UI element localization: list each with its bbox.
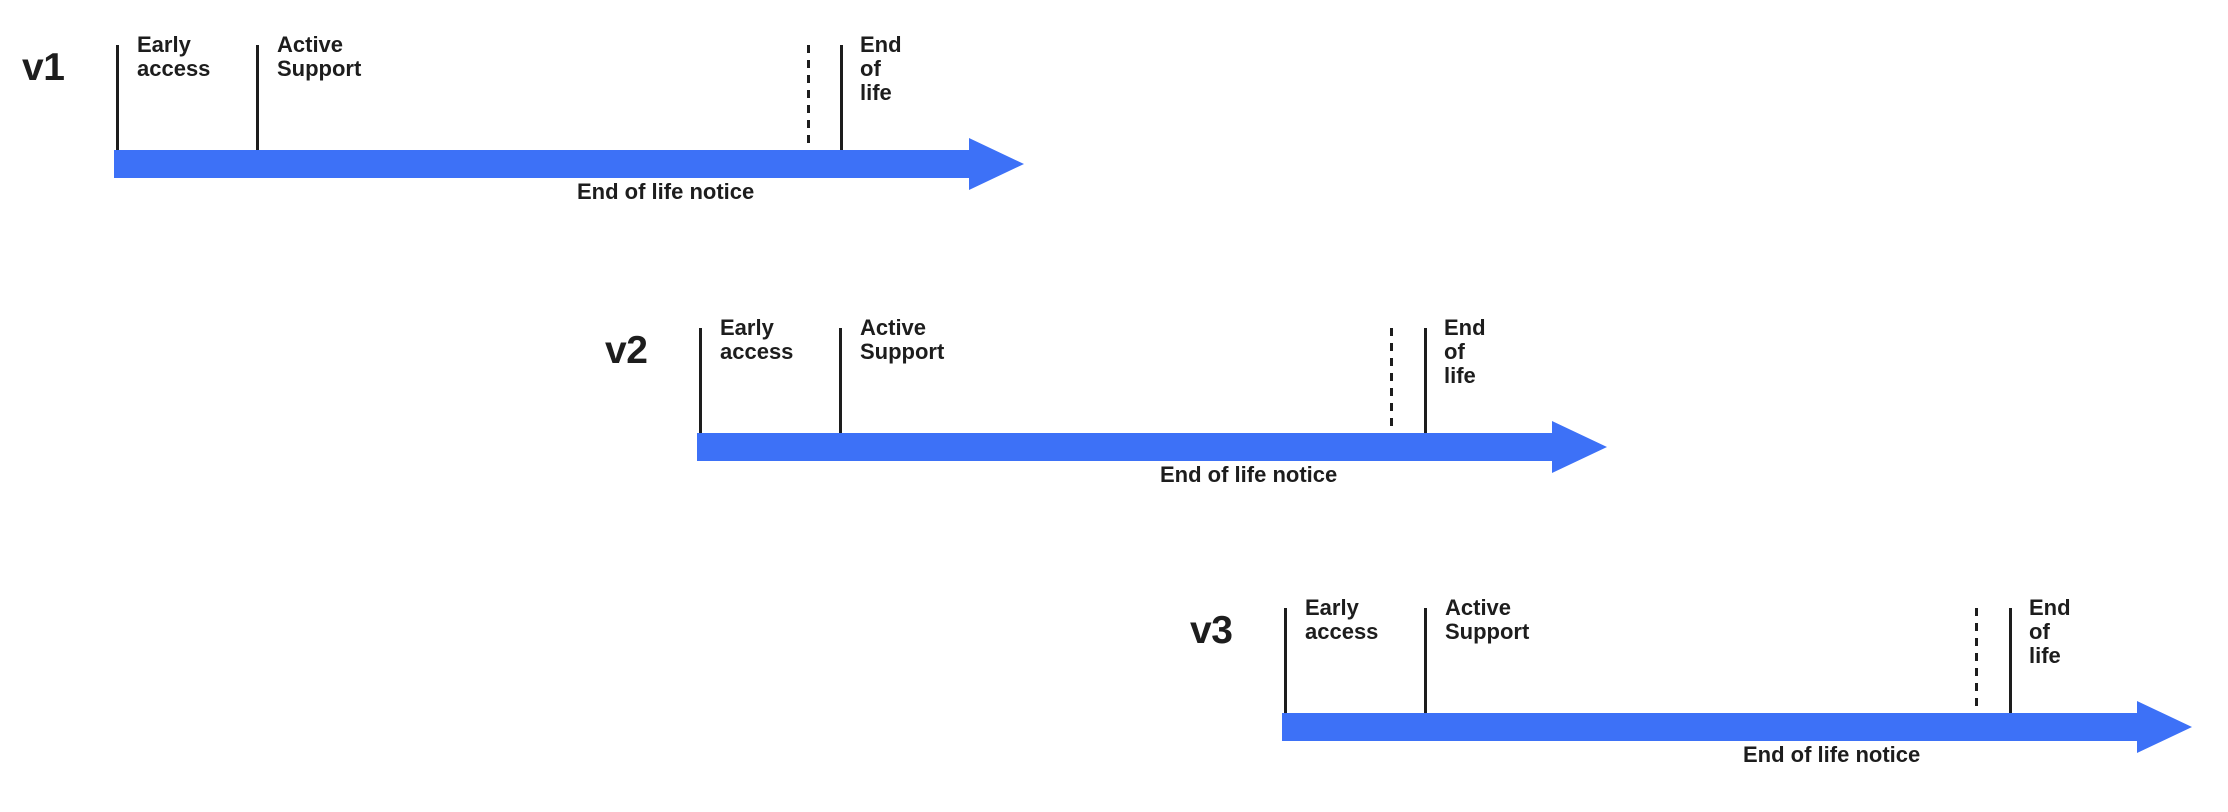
phase-label-end-of-life-v2: End of life: [1444, 315, 1486, 388]
eol-notice-marker-v2: [1390, 328, 1393, 433]
phase-label-early-access-v2: Early access: [720, 315, 794, 364]
eol-notice-marker-v3: [1975, 608, 1978, 713]
phase-label-early-access-v1: Early access: [137, 32, 211, 81]
phase-divider-active-support-start-v1: [256, 45, 259, 150]
phase-label-end-of-life-v1: End of life: [860, 32, 902, 105]
eol-notice-label-v3: End of life notice: [1743, 742, 1921, 767]
phase-label-active-support-v2: Active Support: [860, 315, 945, 364]
timeline-arrow-v1: [114, 138, 1024, 190]
phase-label-end-of-life-v3: End of life: [2029, 595, 2071, 668]
eol-notice-label-v1: End of life notice: [577, 179, 755, 204]
phase-divider-active-support-start-v3: [1424, 608, 1427, 713]
timeline-arrow-v2: [697, 421, 1607, 473]
phase-divider-early-access-start-v3: [1284, 608, 1287, 713]
phase-divider-end-of-life-start-v3: [2009, 608, 2012, 713]
phase-divider-active-support-start-v2: [839, 328, 842, 433]
phase-divider-early-access-start-v2: [699, 328, 702, 433]
version-label-v1: v1: [22, 46, 65, 89]
phase-label-early-access-v3: Early access: [1305, 595, 1379, 644]
eol-notice-marker-v1: [807, 45, 810, 150]
version-label-v3: v3: [1190, 609, 1233, 652]
timeline-arrow-v3: [1282, 701, 2192, 753]
phase-divider-end-of-life-start-v1: [840, 45, 843, 150]
eol-notice-label-v2: End of life notice: [1160, 462, 1338, 487]
phase-label-active-support-v1: Active Support: [277, 32, 362, 81]
phase-divider-end-of-life-start-v2: [1424, 328, 1427, 433]
phase-divider-early-access-start-v1: [116, 45, 119, 150]
version-label-v2: v2: [605, 329, 648, 372]
phase-label-active-support-v3: Active Support: [1445, 595, 1530, 644]
